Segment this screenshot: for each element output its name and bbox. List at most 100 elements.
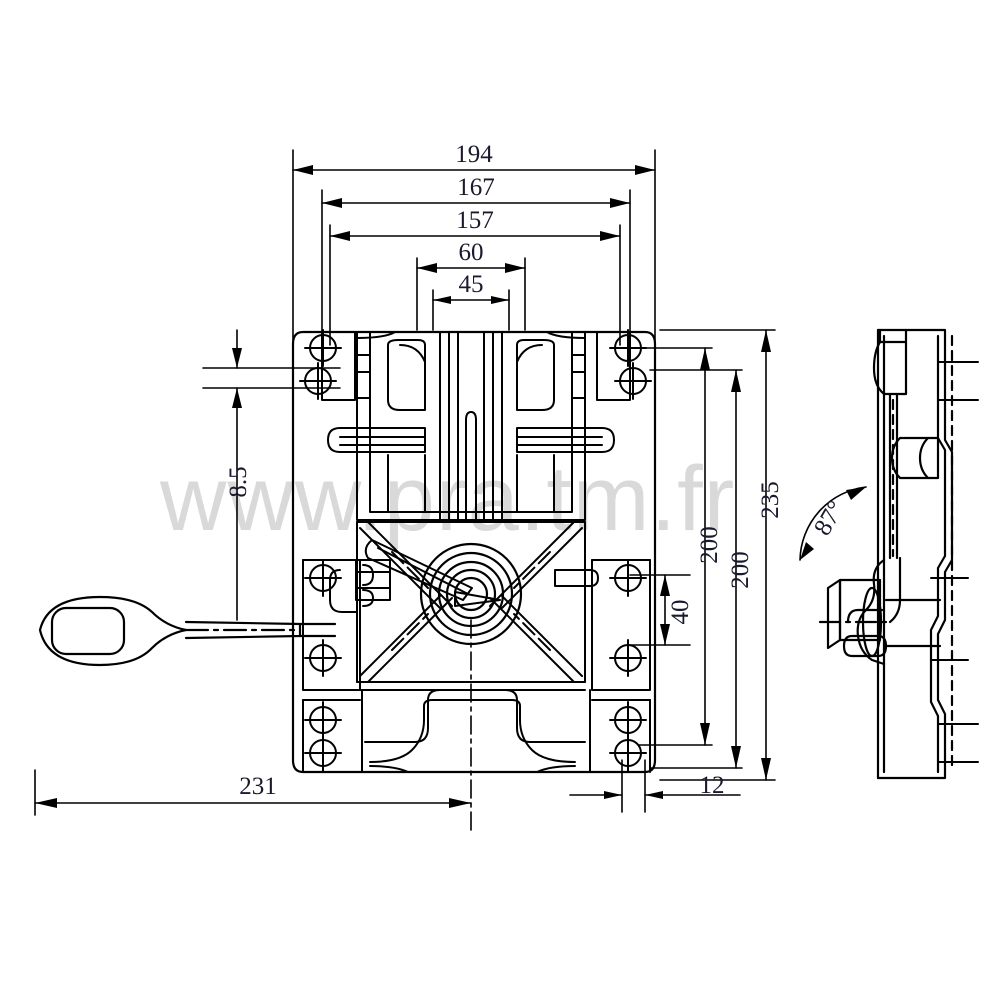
bottom-recess [361,689,591,773]
pocket [387,339,426,411]
dim-label-8-5: 8.5 [225,466,252,497]
left-bracket-detail [329,559,391,613]
front-view-outer-plate [291,330,657,774]
mounting-hole [609,734,647,772]
edge-mark [571,354,586,399]
recess-profile-2 [369,699,576,763]
dim-label-45: 45 [459,271,484,298]
arrow-head [491,296,509,304]
dim-label-87-deg: 87° [809,496,850,540]
angle-dimension-group [799,486,867,561]
pocket-lower [516,454,555,513]
bracket-round [362,564,374,586]
arrow-head [846,487,866,500]
mounting-hole [304,329,342,367]
lever-link [364,539,473,601]
arrow-head [700,723,710,745]
mounting-holes [299,329,652,772]
horizontal-slot [516,427,615,453]
pocket-fillet [516,344,543,363]
brace-hidden [513,551,551,589]
edge-mark [356,354,371,399]
hub-side-inner [888,556,902,624]
brace-hidden [391,613,429,651]
arrow-head [610,198,630,208]
mounting-hole [609,559,647,597]
pocket [516,339,555,411]
top-boss [872,340,908,396]
arrow-head [700,348,710,370]
arrow-head [449,798,471,808]
knurl-pad [50,606,126,656]
top-dimension-group [292,149,656,346]
pin [554,569,599,587]
arrow-head [417,263,437,273]
right-pin-detail [554,569,599,587]
hub-circle [428,551,514,637]
arrow-head [731,370,741,392]
side-block-face [826,578,842,650]
center-slot [465,411,477,521]
shaft-extension [298,622,337,638]
brace-sw [359,595,453,683]
hub-circle [437,560,505,628]
plate-outline [291,330,657,774]
dim-label-40: 40 [667,600,694,625]
lever-pointer [454,591,501,607]
mounting-hole [299,362,337,400]
block-detail [846,608,884,624]
arrow-head [761,758,771,780]
inner-body-structure [327,331,615,521]
dim-label-200-inner: 200 [696,526,723,564]
lever-shaft [184,620,302,640]
mounting-hole [304,701,342,739]
dim-label-12: 12 [700,772,725,799]
arrow-head [731,746,741,768]
arrow-head [800,542,814,560]
arrow-head [330,231,350,241]
lever-link-line [377,547,469,595]
mounting-hole [609,329,647,367]
arrow-head [660,624,670,645]
mid-boss-curve [918,436,930,480]
arrow-head [635,165,655,175]
arrow-head [35,798,57,808]
dim-label-60: 60 [459,239,484,266]
arrow-head [322,198,342,208]
pocket-lower [387,454,426,513]
arrow-head [604,791,622,799]
right-dimension-group [629,329,776,781]
dim-label-157: 157 [456,207,494,234]
watermark-text: www.pra.tm.fr [159,448,735,550]
side-knob [842,634,888,658]
grip-outline [38,595,188,667]
arrow-head [600,231,620,241]
arrow-head [505,263,525,273]
recess-scallop [369,765,576,773]
dim-label-235: 235 [757,481,784,519]
arrow-head [660,575,670,596]
side-inner-right [929,334,947,774]
central-hub [419,542,523,646]
mounting-hole [609,701,647,739]
bottom-dimension-group [34,619,741,831]
dim-label-194: 194 [455,141,493,168]
arrow-head [761,330,771,352]
recess-profile [364,689,586,743]
lever-arm [364,539,501,607]
lever-handle [38,595,337,667]
arrow-head [293,165,313,175]
brace-se [489,595,583,683]
brace-hidden [513,613,551,651]
mounting-hole [609,639,647,677]
arrow-head [645,791,663,799]
arrow-head [433,296,451,304]
bracket-arm [329,569,357,613]
mount-pad [596,331,631,401]
arrow-head [232,388,242,408]
dim-label-167: 167 [457,174,495,201]
arrow-head [232,348,242,368]
side-view [818,328,979,780]
